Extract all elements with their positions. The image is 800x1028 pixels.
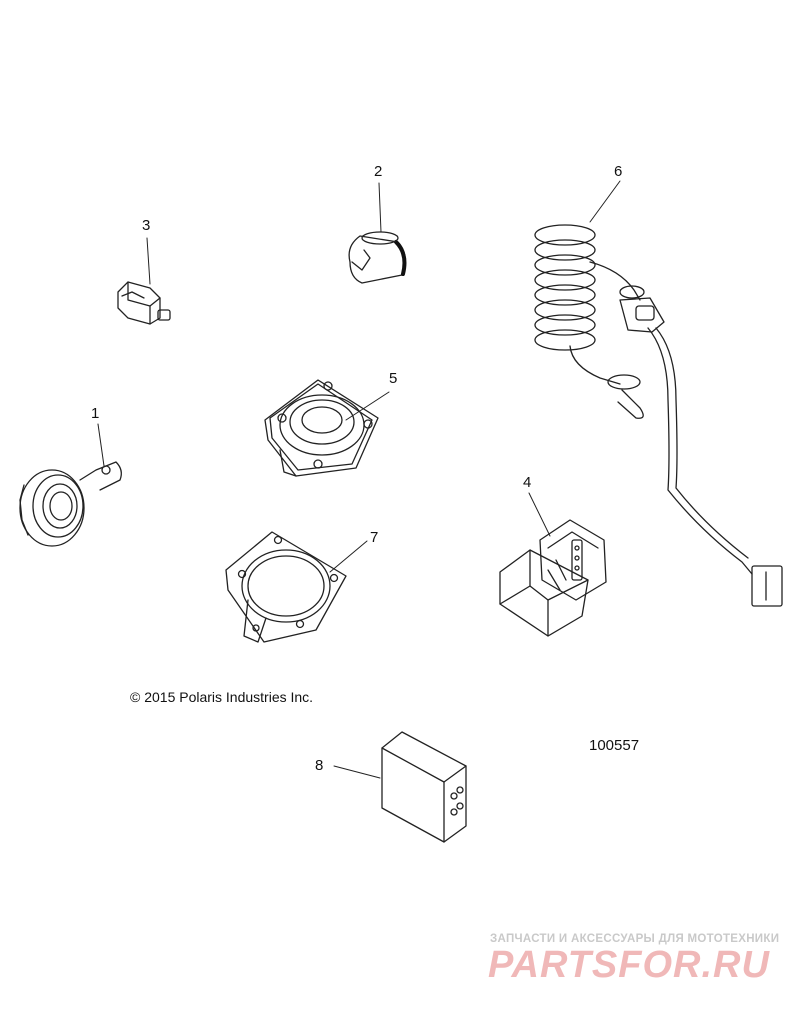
part-2-sleeve xyxy=(348,182,407,284)
part-7-gasket xyxy=(225,531,368,643)
callout-8: 8 xyxy=(315,757,324,774)
callout-6: 6 xyxy=(614,163,623,180)
callout-7: 7 xyxy=(370,529,379,546)
part-4-module xyxy=(499,492,607,637)
part-6-coiled-tether xyxy=(534,180,783,607)
part-8-control-box xyxy=(333,731,467,843)
part-3-switch xyxy=(117,237,171,325)
drawing-number: 100557 xyxy=(589,737,640,754)
callout-3: 3 xyxy=(142,217,151,234)
part-1-horn xyxy=(19,423,122,547)
callout-1: 1 xyxy=(91,405,100,422)
watermark-tagline: ЗАПЧАСТИ И АКСЕССУАРЫ ДЛЯ МОТОТЕХНИКИ xyxy=(490,933,780,945)
part-5-power-port xyxy=(264,379,390,477)
copyright-text: © 2015 Polaris Industries Inc. xyxy=(130,689,314,705)
callout-4: 4 xyxy=(523,474,532,491)
watermark-logo: PARTSFOR.RU xyxy=(488,944,770,986)
callout-2: 2 xyxy=(374,163,383,180)
callout-5: 5 xyxy=(389,370,398,387)
